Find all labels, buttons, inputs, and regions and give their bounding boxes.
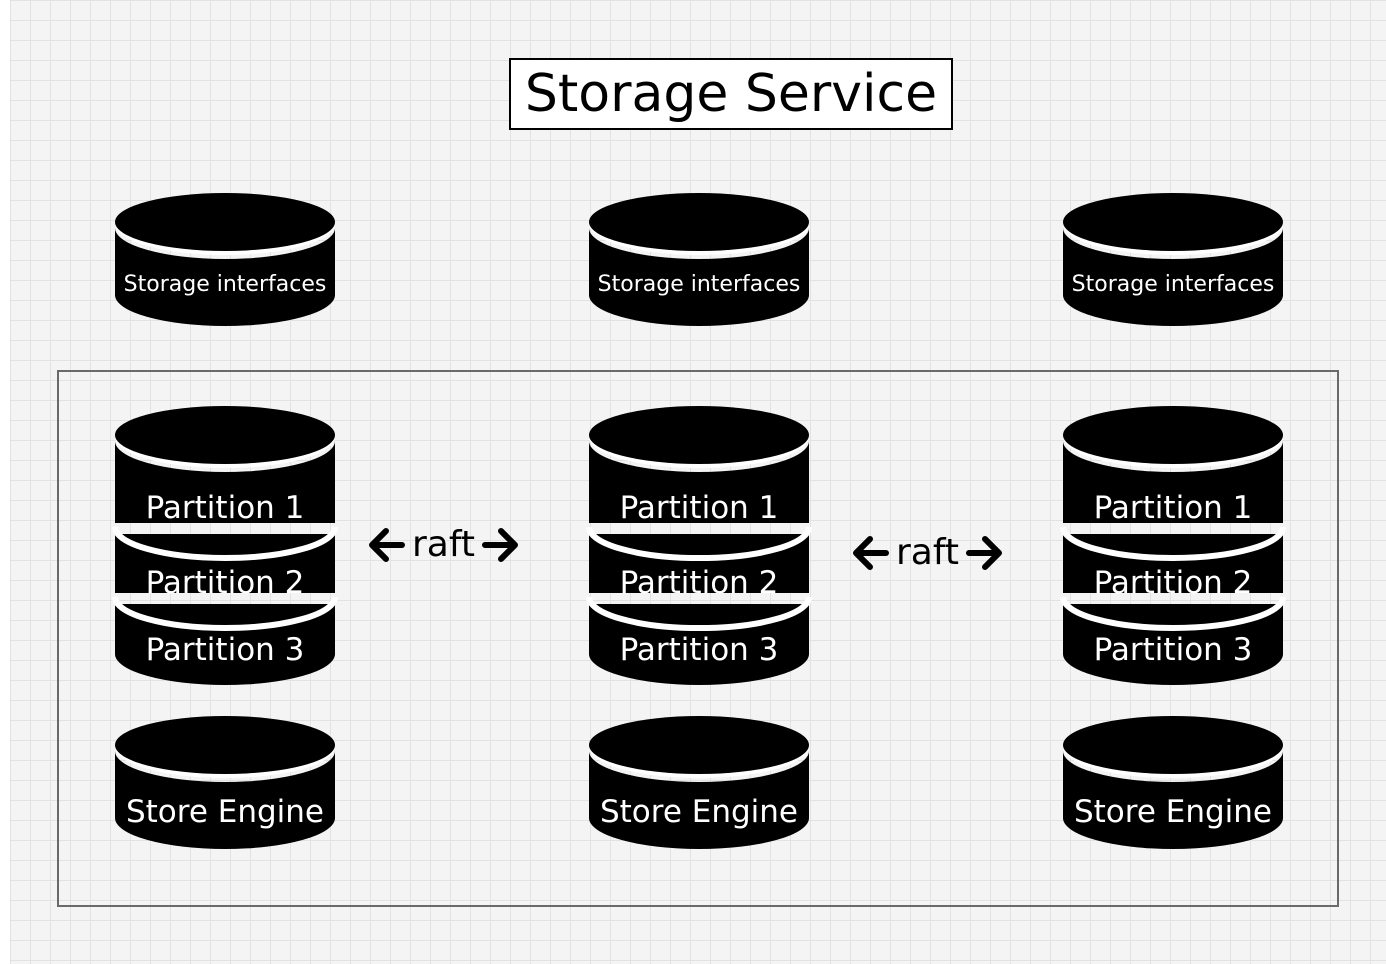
storage-interfaces-label: Storage interfaces <box>597 272 801 297</box>
partition-1-label: Partition 1 <box>1093 490 1253 526</box>
store-engine-label: Store Engine <box>125 794 325 830</box>
cylinder-icon <box>1063 716 1283 849</box>
storage-interfaces-cylinder-2: Storage interfaces <box>587 193 811 329</box>
partition-3-label: Partition 3 <box>1093 632 1253 668</box>
cylinder-icon <box>115 716 335 849</box>
cylinder-icon <box>115 193 335 326</box>
raft-link-1-2: raft <box>366 524 521 565</box>
cylinder-icon <box>589 193 809 326</box>
partition-3-label: Partition 3 <box>145 632 305 668</box>
store-engine-label: Store Engine <box>599 794 799 830</box>
diagram-title: Storage Service <box>509 58 953 130</box>
storage-interfaces-cylinder-1: Storage interfaces <box>113 193 337 329</box>
partition-2-label: Partition 2 <box>145 565 305 601</box>
arrow-left-icon <box>369 527 405 562</box>
store-engine-label: Store Engine <box>1073 794 1273 830</box>
cylinder-stack-icon <box>112 406 338 685</box>
cylinder-stack-icon <box>586 406 812 685</box>
store-engine-cylinder-2: Store Engine <box>587 716 811 852</box>
partition-stack-1: Partition 1 Partition 2 Partition 3 <box>112 406 338 688</box>
partition-2-label: Partition 2 <box>619 565 779 601</box>
raft-label: raft <box>896 532 960 573</box>
storage-interfaces-label: Storage interfaces <box>123 272 327 297</box>
left-margin <box>0 0 10 964</box>
raft-label: raft <box>412 524 476 565</box>
cylinder-stack-icon <box>1060 406 1286 685</box>
cylinder-icon <box>1063 193 1283 326</box>
store-engine-cylinder-3: Store Engine <box>1061 716 1285 852</box>
arrow-left-icon <box>853 535 889 570</box>
partition-1-label: Partition 1 <box>619 490 779 526</box>
partition-3-label: Partition 3 <box>619 632 779 668</box>
raft-link-2-3: raft <box>850 532 1005 573</box>
partition-stack-2: Partition 1 Partition 2 Partition 3 <box>586 406 812 688</box>
store-engine-cylinder-1: Store Engine <box>113 716 337 852</box>
partition-1-label: Partition 1 <box>145 490 305 526</box>
arrow-right-icon <box>966 535 1003 570</box>
storage-cluster-boundary <box>57 370 1339 907</box>
arrow-right-icon <box>482 527 519 562</box>
storage-interfaces-label: Storage interfaces <box>1071 272 1275 297</box>
storage-interfaces-cylinder-3: Storage interfaces <box>1061 193 1285 329</box>
cylinder-icon <box>589 716 809 849</box>
partition-2-label: Partition 2 <box>1093 565 1253 601</box>
partition-stack-3: Partition 1 Partition 2 Partition 3 <box>1060 406 1286 688</box>
